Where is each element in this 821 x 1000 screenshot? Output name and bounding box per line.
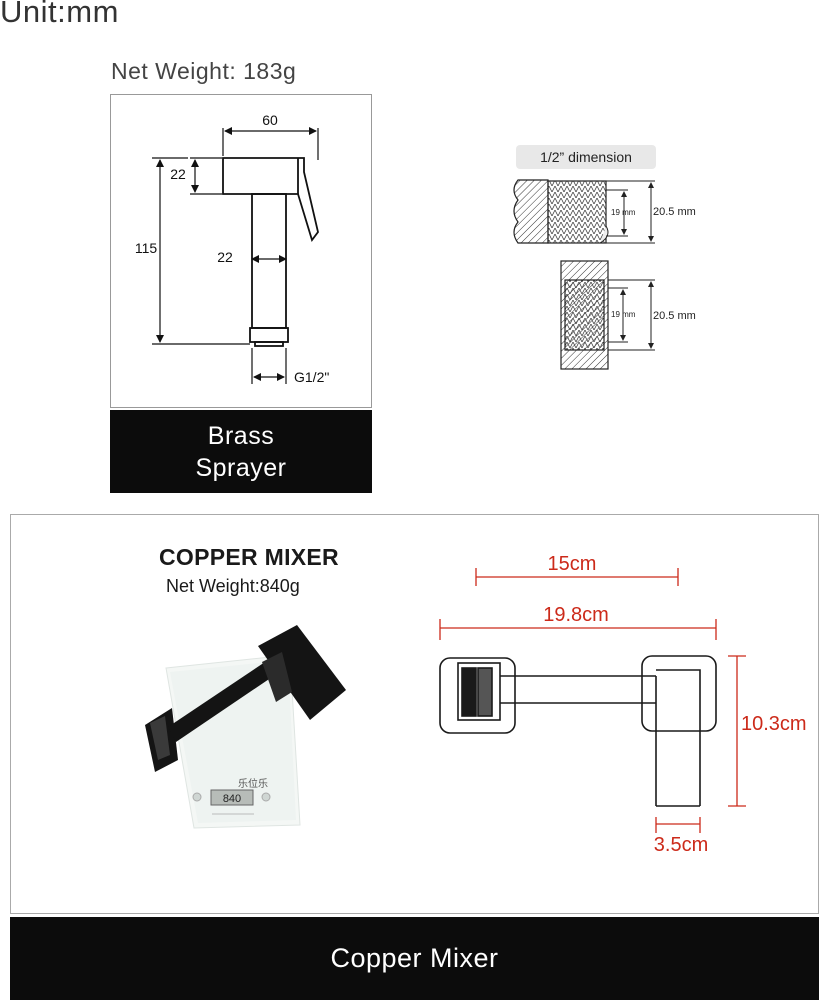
mixer-caption-band: Copper Mixer: [10, 917, 819, 1000]
thread-inner-top: 19 mm: [611, 208, 636, 217]
mixer-dimension-lines: [439, 568, 746, 833]
sprayer-dim-height: 115: [135, 240, 158, 256]
sprayer-dim-thread: G1/2": [294, 369, 329, 385]
sprayer-dim-stem: 22: [217, 249, 233, 265]
sprayer-net-weight: Net Weight: 183g: [111, 58, 297, 84]
sprayer-outline: [222, 157, 319, 347]
male-thread-dims: [606, 180, 655, 244]
mixer-caption: Copper Mixer: [330, 943, 499, 973]
mixer-dim-span: 15cm: [548, 553, 597, 575]
mixer-title: COPPER MIXER: [159, 544, 339, 570]
mixer-outline: [439, 655, 717, 807]
male-thread-drawing: [513, 179, 609, 244]
mixer-on-scale-photo: 乐位乐 840: [145, 625, 346, 829]
sprayer-dim-width: 60: [262, 112, 278, 128]
thread-inner-bottom: 19 mm: [611, 310, 636, 319]
scale-reading: 840: [223, 793, 241, 805]
unit-label: Unit:mm: [0, 0, 119, 29]
mixer-net-weight: Net Weight:840g: [166, 576, 300, 596]
thread-dimension-tag: 1/2” dimension: [516, 145, 656, 169]
female-thread-drawing: [560, 260, 609, 370]
sprayer-caption: Brass Sprayer: [195, 421, 287, 482]
thread-outer-top: 20.5 mm: [653, 206, 696, 218]
sprayer-caption-band: Brass Sprayer: [110, 410, 372, 493]
mixer-panel: [10, 514, 819, 914]
sprayer-dim-head: 22: [170, 166, 186, 182]
scale-brand: 乐位乐: [238, 777, 268, 790]
mixer-dim-total: 19.8cm: [543, 604, 609, 626]
mixer-dim-stem: 3.5cm: [654, 834, 708, 856]
mixer-dim-height: 10.3cm: [741, 713, 807, 735]
sprayer-dimension-lines: [152, 127, 319, 384]
sprayer-drawing-panel: [110, 94, 372, 408]
female-thread-dims: [608, 279, 655, 351]
thread-outer-bottom: 20.5 mm: [653, 310, 696, 322]
